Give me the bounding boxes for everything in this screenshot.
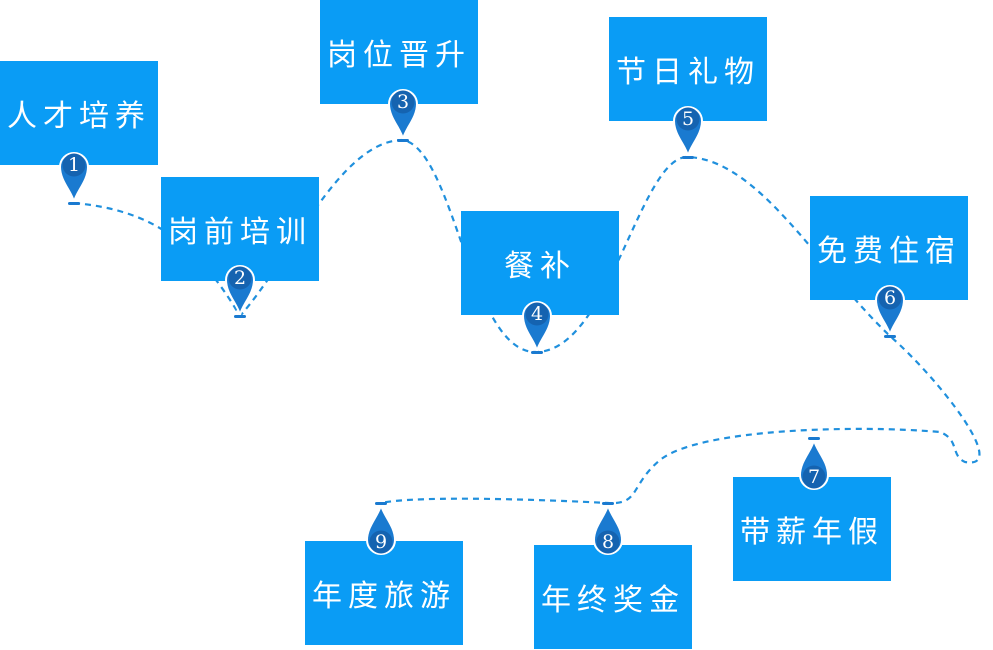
step-5-box: 节日礼物 xyxy=(609,17,767,121)
step-2-box: 岗前培训 xyxy=(161,177,319,281)
step-5-pin-icon: 5 xyxy=(670,101,706,159)
step-8-pin-icon: 8 xyxy=(590,502,626,560)
step-3-number: 3 xyxy=(396,91,410,113)
step-7-pin-icon: 7 xyxy=(796,437,832,495)
step-2-label: 岗前培训 xyxy=(168,215,312,250)
step-8-box: 年终奖金 xyxy=(534,545,692,649)
step-6-label: 免费住宿 xyxy=(817,234,961,269)
step-7-number: 7 xyxy=(807,466,821,488)
step-2-number: 2 xyxy=(233,267,247,289)
step-9-box: 年度旅游 xyxy=(305,541,463,645)
step-3-pin-icon: 3 xyxy=(385,84,421,142)
step-6-pin-icon: 6 xyxy=(872,280,908,338)
step-1-label: 人才培养 xyxy=(7,99,151,134)
step-6-number: 6 xyxy=(883,287,897,309)
step-4-pin-icon: 4 xyxy=(519,296,555,354)
step-1-number: 1 xyxy=(67,154,81,176)
step-9-pin-icon: 9 xyxy=(363,502,399,560)
step-1-pin-icon: 1 xyxy=(56,147,92,205)
step-9-number: 9 xyxy=(374,531,388,553)
step-8-label: 年终奖金 xyxy=(541,583,685,618)
step-4-box: 餐补 xyxy=(461,211,619,315)
step-4-number: 4 xyxy=(530,303,544,325)
step-2-pin-icon: 2 xyxy=(222,260,258,318)
step-8-number: 8 xyxy=(601,531,615,553)
step-5-number: 5 xyxy=(681,108,695,130)
step-4-label: 餐补 xyxy=(504,249,576,284)
step-5-label: 节日礼物 xyxy=(616,55,760,90)
step-7-label: 带薪年假 xyxy=(740,515,884,550)
step-7-box: 带薪年假 xyxy=(733,477,891,581)
step-9-label: 年度旅游 xyxy=(312,579,456,614)
step-1-box: 人才培养 xyxy=(0,61,158,165)
step-3-label: 岗位晋升 xyxy=(327,38,471,73)
step-3-box: 岗位晋升 xyxy=(320,0,478,104)
step-6-box: 免费住宿 xyxy=(810,196,968,300)
